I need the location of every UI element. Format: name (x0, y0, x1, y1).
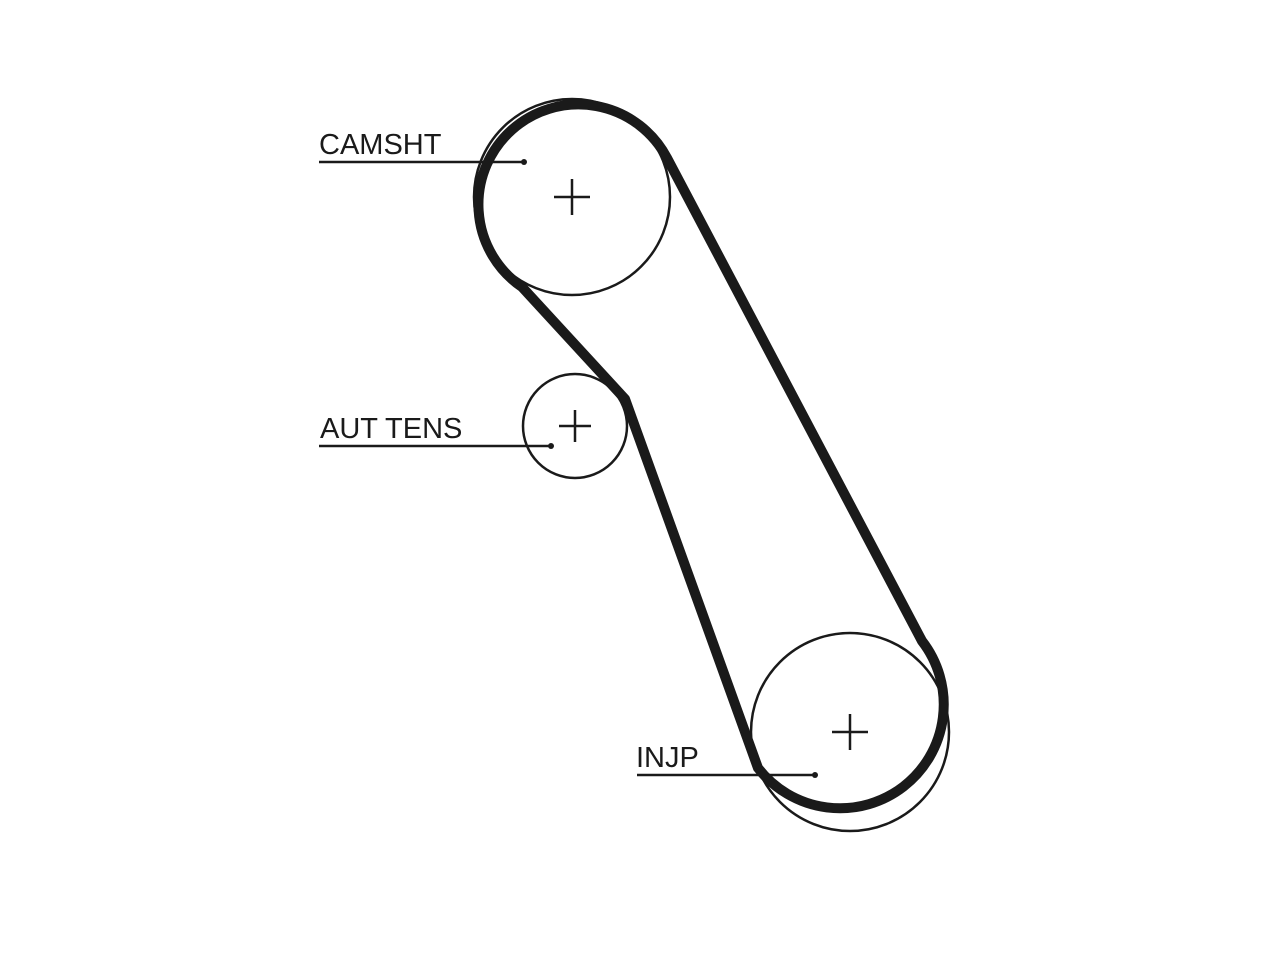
tensioner-leader-dot (548, 443, 554, 449)
injection-pump-center-mark (832, 714, 868, 750)
tensioner-callout: AUT TENS (319, 413, 554, 449)
camshaft-center-mark (554, 179, 590, 215)
tensioner-center-mark (559, 410, 591, 442)
tensioner-pulley (521, 372, 629, 480)
camshaft-pulley (472, 97, 672, 297)
camshaft-label: CAMSHT (319, 129, 442, 161)
camshaft-pulley-circle (472, 97, 672, 297)
injection-pump-leader-dot (812, 772, 818, 778)
injection-pump-pulley-circle (749, 631, 951, 833)
camshaft-leader-dot (521, 159, 527, 165)
injection-pump-pulley (749, 631, 951, 833)
tensioner-pulley-circle (521, 372, 629, 480)
timing-belt (473, 99, 949, 814)
tensioner-label: AUT TENS (320, 413, 462, 445)
injection-pump-label: INJP (636, 742, 699, 774)
camshaft-callout: CAMSHT (319, 129, 527, 165)
injection-pump-callout: INJP (636, 742, 818, 778)
